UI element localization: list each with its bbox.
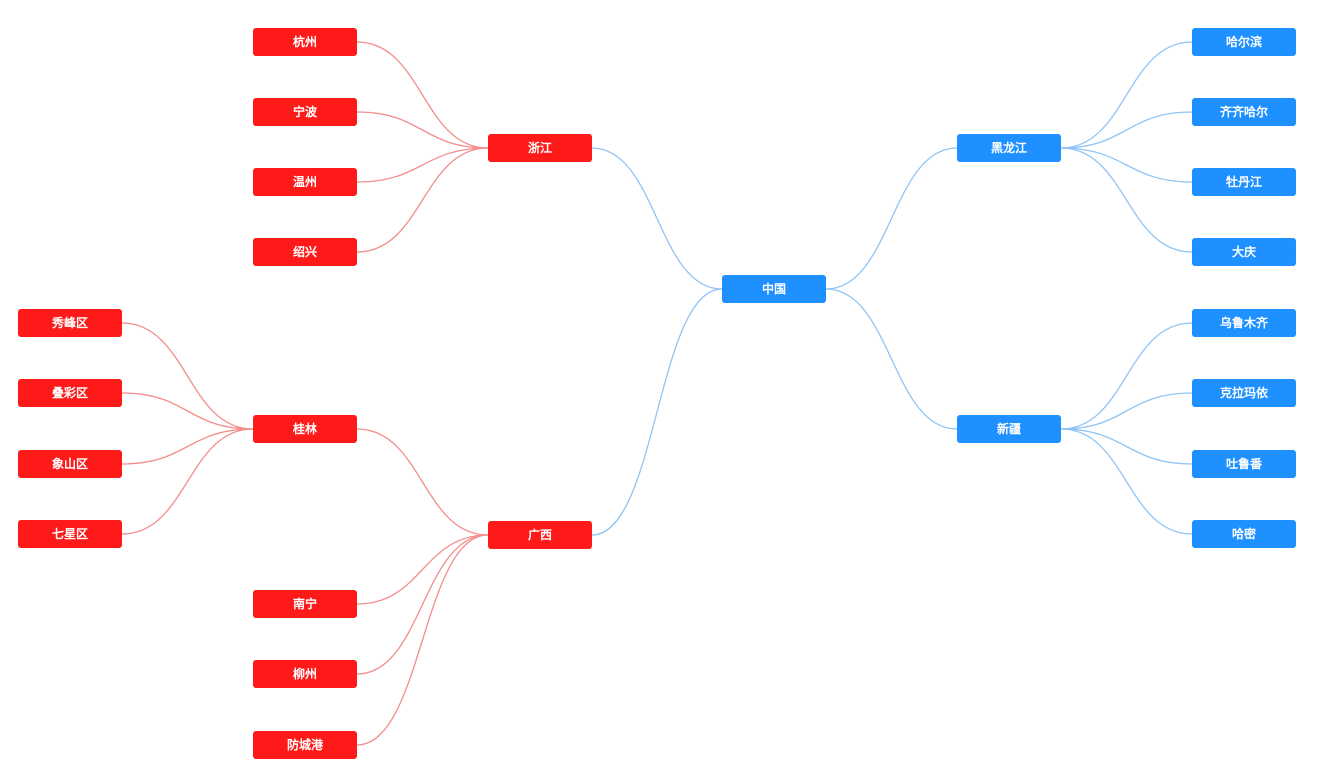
leaf-node[interactable]: 大庆 xyxy=(1192,238,1296,266)
edge xyxy=(1060,41,1193,149)
edge xyxy=(1060,147,1193,253)
child-node[interactable]: 防城港 xyxy=(253,731,357,759)
branch-node-0[interactable]: 黑龙江 xyxy=(957,134,1061,162)
child-node[interactable]: 温州 xyxy=(253,168,357,196)
branch-node-2[interactable]: 浙江 xyxy=(488,134,592,162)
leaf-node[interactable]: 象山区 xyxy=(18,450,122,478)
leaf-node[interactable]: 叠彩区 xyxy=(18,379,122,407)
leaf-node[interactable]: 秀峰区 xyxy=(18,309,122,337)
edge xyxy=(825,288,958,430)
leaf-node[interactable]: 七星区 xyxy=(18,520,122,548)
edge xyxy=(356,111,489,149)
leaf-node[interactable]: 齐齐哈尔 xyxy=(1192,98,1296,126)
edge xyxy=(591,288,723,536)
child-node[interactable]: 柳州 xyxy=(253,660,357,688)
edge xyxy=(121,392,254,430)
edge xyxy=(825,147,958,290)
child-node[interactable]: 宁波 xyxy=(253,98,357,126)
leaf-node[interactable]: 哈尔滨 xyxy=(1192,28,1296,56)
edge xyxy=(356,147,489,183)
edge xyxy=(356,534,489,605)
child-node[interactable]: 南宁 xyxy=(253,590,357,618)
leaf-node[interactable]: 克拉玛依 xyxy=(1192,379,1296,407)
edge xyxy=(356,534,489,746)
branch-node-3[interactable]: 广西 xyxy=(488,521,592,549)
edge xyxy=(121,322,254,430)
edge xyxy=(1060,147,1193,183)
edge xyxy=(356,147,489,253)
edge xyxy=(121,428,254,535)
edge xyxy=(591,147,723,290)
leaf-node[interactable]: 吐鲁番 xyxy=(1192,450,1296,478)
child-node[interactable]: 桂林 xyxy=(253,415,357,443)
edge xyxy=(1060,428,1193,535)
edge xyxy=(1060,392,1193,430)
edge xyxy=(1060,111,1193,149)
edge xyxy=(356,428,489,536)
leaf-node[interactable]: 乌鲁木齐 xyxy=(1192,309,1296,337)
branch-node-1[interactable]: 新疆 xyxy=(957,415,1061,443)
edge xyxy=(356,534,489,675)
child-node[interactable]: 杭州 xyxy=(253,28,357,56)
edge xyxy=(1060,428,1193,465)
root-node[interactable]: 中国 xyxy=(722,275,826,303)
child-node[interactable]: 绍兴 xyxy=(253,238,357,266)
leaf-node[interactable]: 牡丹江 xyxy=(1192,168,1296,196)
edge xyxy=(356,41,489,149)
edge xyxy=(1060,322,1193,430)
leaf-node[interactable]: 哈密 xyxy=(1192,520,1296,548)
edge xyxy=(121,428,254,465)
